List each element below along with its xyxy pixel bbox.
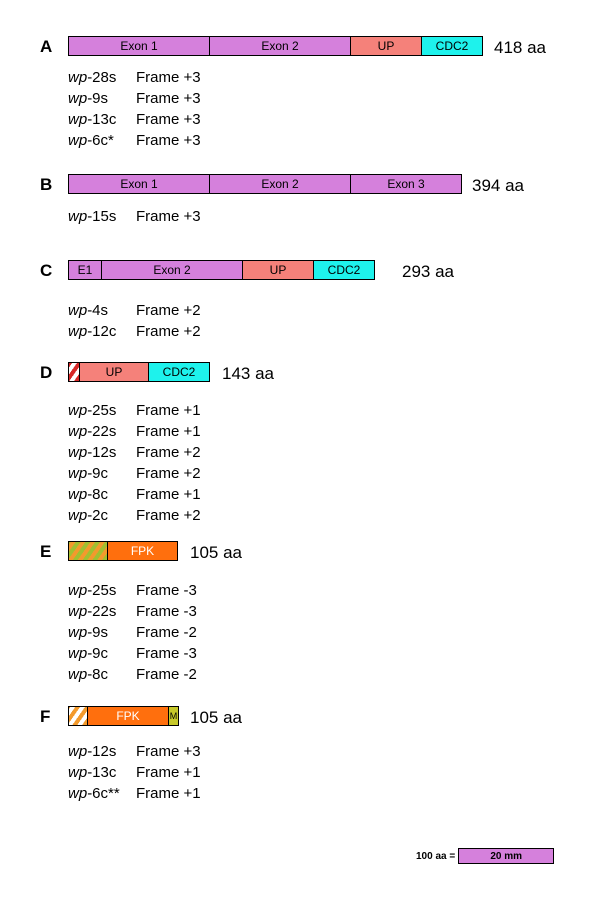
panel-letter: E (40, 542, 52, 561)
protein-bar: E1 Exon 2 UP CDC2 (68, 260, 375, 280)
segment-exon-2: Exon 2 (209, 174, 351, 194)
isoform-row: wp-6c**Frame +1 (68, 785, 201, 802)
panel-letter: D (40, 363, 53, 382)
panel-letter: C (40, 261, 53, 280)
protein-bar: FPK (68, 541, 178, 561)
panel-letter: A (40, 37, 53, 56)
segment-fpk: FPK (107, 541, 178, 561)
protein-bar: Exon 1 Exon 2 UP CDC2 (68, 36, 483, 56)
protein-length: 105 aa (190, 543, 242, 562)
protein-bar: UP CDC2 (68, 362, 210, 382)
protein-bar: Exon 1 Exon 2 Exon 3 (68, 174, 462, 194)
segment-up: UP (79, 362, 149, 382)
segment-fpk: FPK (87, 706, 169, 726)
protein-length: 293 aa (402, 262, 454, 281)
segment-up: UP (242, 260, 314, 280)
panel-letter: F (40, 707, 51, 726)
panel-letter: B (40, 175, 53, 194)
protein-length: 143 aa (222, 364, 274, 383)
protein-length: 394 aa (472, 176, 524, 195)
protein-length: 418 aa (494, 38, 546, 57)
segment-cdc2: CDC2 (421, 36, 483, 56)
scale-legend: 100 aa = 20 mm (416, 848, 555, 864)
scale-bar: 20 mm (458, 848, 555, 864)
segment-m: M (168, 706, 179, 726)
segment-exon-1: Exon 1 (68, 174, 210, 194)
protein-length: 105 aa (190, 708, 242, 727)
segment-exon-3: Exon 3 (350, 174, 462, 194)
segment-up: UP (350, 36, 422, 56)
protein-bar: FPK M (68, 706, 179, 726)
segment-e1: E1 (68, 260, 102, 280)
isoform-row: wp-6c*Frame +3 (68, 132, 201, 149)
segment-exon-1: Exon 1 (68, 36, 210, 56)
segment-exon-2: Exon 2 (101, 260, 243, 280)
segment-cdc2: CDC2 (148, 362, 210, 382)
segment-hatched (68, 706, 88, 726)
segment-hatched (68, 541, 108, 561)
segment-exon-2: Exon 2 (209, 36, 351, 56)
scale-label: 100 aa = (416, 850, 456, 862)
segment-cdc2: CDC2 (313, 260, 375, 280)
